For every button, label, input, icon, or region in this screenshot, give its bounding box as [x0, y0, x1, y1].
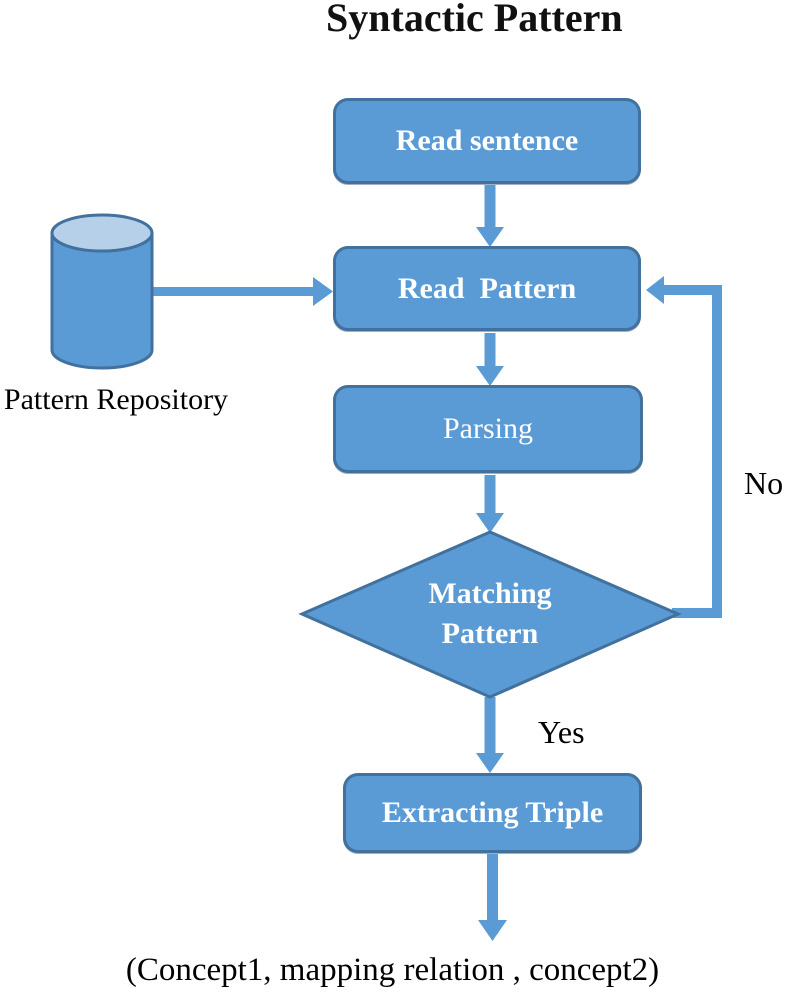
yes-edge-label: Yes	[538, 714, 585, 750]
arrow-no-loop-head	[646, 276, 664, 304]
output-tuple-text: (Concept1, mapping relation , concept2)	[125, 952, 660, 988]
arrow-no-loop-line	[662, 285, 722, 618]
arrow-read-sentence-to-read-pattern-shaft	[484, 185, 496, 228]
arrow-read-pattern-to-parsing-shaft	[484, 333, 496, 368]
node-read-sentence: Read sentence	[333, 98, 641, 184]
arrow-read-sentence-to-read-pattern-head	[476, 227, 504, 247]
arrow-extracting-to-output-shaft	[487, 854, 498, 922]
arrow-group	[150, 185, 664, 941]
arrow-parsing-to-matching-shaft	[484, 475, 496, 515]
arrow-matching-to-extracting-shaft	[484, 697, 496, 754]
node-read-sentence-label: Read sentence	[395, 124, 579, 157]
node-extracting-triple: Extracting Triple	[343, 773, 642, 853]
node-extracting-triple-label: Extracting Triple	[381, 796, 604, 829]
pattern-repository-cylinder	[50, 213, 154, 370]
no-edge-label: No	[744, 465, 784, 501]
cylinder-body	[50, 232, 154, 370]
node-read-pattern: Read Pattern	[333, 246, 641, 331]
matching-pattern-diamond-shape	[298, 530, 682, 699]
arrow-matching-to-extracting-head	[476, 753, 504, 773]
node-parsing-label: Parsing	[443, 412, 533, 445]
arrow-read-pattern-to-parsing-head	[476, 366, 504, 386]
diagram-title: Syntactic Pattern	[326, 0, 623, 40]
arrow-parsing-to-matching-head	[476, 513, 504, 533]
pattern-repository-label: Pattern Repository	[3, 383, 229, 416]
node-matching-pattern-label: Matching Pattern	[428, 577, 552, 650]
cylinder-top	[50, 213, 154, 253]
node-parsing: Parsing	[333, 385, 643, 473]
node-read-pattern-label: Read Pattern	[397, 271, 577, 305]
arrow-repository-to-read-pattern-head	[313, 277, 333, 306]
arrow-extracting-to-output-head	[478, 920, 507, 941]
arrow-repository-to-read-pattern-shaft	[150, 287, 314, 296]
